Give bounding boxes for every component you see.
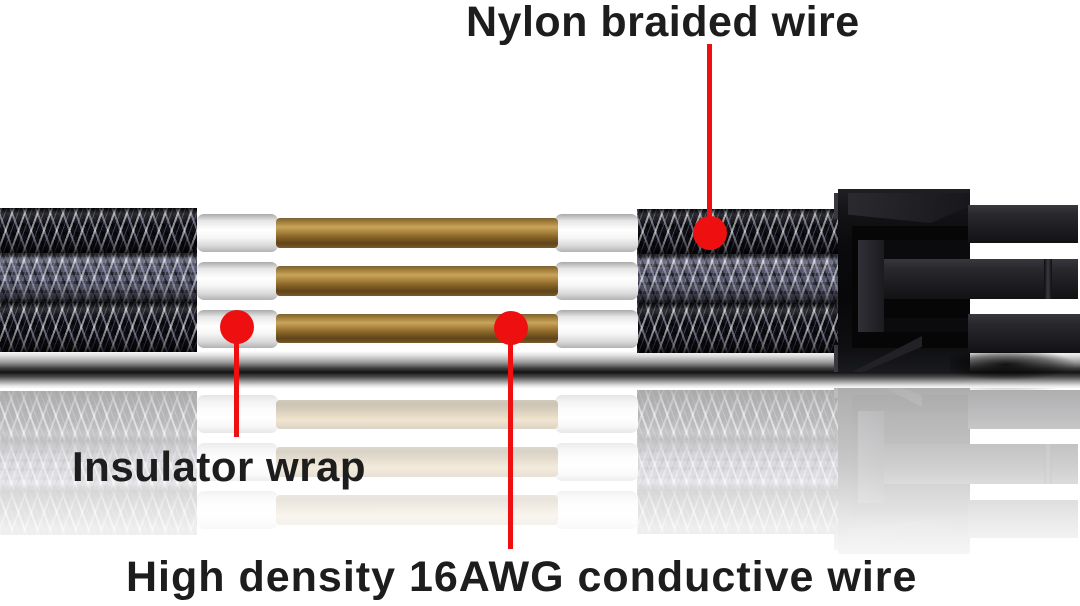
connector-bracket-arm-bottom	[884, 318, 970, 332]
insulator-segment-left-2	[197, 262, 278, 300]
callout-line-nylon	[707, 44, 712, 220]
connector-bracket	[858, 240, 884, 332]
label-conductive-wire: High density 16AWG conductive wire	[126, 553, 918, 601]
insulator-segment-right-1	[555, 214, 638, 252]
insulator-segment-right-2	[555, 262, 638, 300]
insulator-segment-right-3	[555, 310, 638, 348]
reflection	[0, 388, 1080, 606]
braid-row-bottom	[637, 303, 838, 353]
conductor-wire-2	[276, 266, 558, 296]
braid-row-bottom	[0, 302, 197, 352]
connector-shadow	[950, 352, 1075, 380]
callout-dot-nylon	[693, 216, 727, 250]
connector-pin-bottom	[968, 314, 1080, 353]
callout-dot-conductive	[494, 311, 528, 345]
braid-row-middle	[637, 254, 838, 303]
callout-dot-insulator	[220, 310, 254, 344]
label-nylon-braided-wire: Nylon braided wire	[466, 0, 860, 46]
braid-row-top	[637, 209, 838, 254]
braid-sleeve-right	[637, 209, 838, 353]
connector-pin-middle-notch	[1044, 259, 1052, 299]
connector-bracket-arm-top	[884, 240, 970, 259]
connector-pin-top	[968, 205, 1078, 243]
braid-sleeve-left	[0, 208, 197, 352]
braid-row-top	[0, 208, 197, 253]
callout-line-insulator	[234, 330, 239, 437]
conductor-wire-1	[276, 218, 558, 248]
label-insulator-wrap: Insulator wrap	[72, 443, 367, 490]
insulator-segment-left-1	[197, 214, 278, 252]
callout-line-conductive	[508, 332, 513, 549]
reflection-fade-overlay	[0, 388, 1080, 606]
braid-row-middle	[0, 253, 197, 302]
